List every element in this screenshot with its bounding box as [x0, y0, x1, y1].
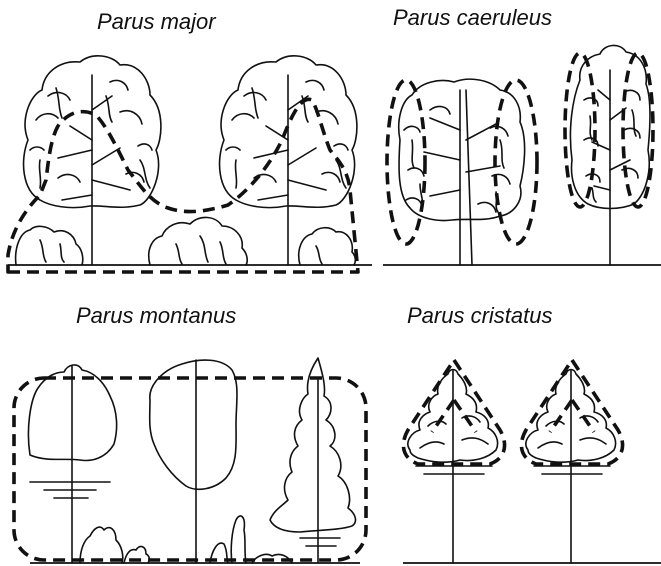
deciduous-tree-narrow	[570, 45, 650, 265]
niche-outline-caeruleus-left	[387, 80, 425, 244]
undergrowth	[80, 516, 292, 563]
niche-outline-montanus	[14, 378, 366, 560]
niche-outline-cristatus-left-outer	[403, 360, 504, 464]
niche-outline-caeruleus-right	[623, 53, 653, 207]
panel-parus-montanus	[14, 358, 366, 563]
panel-parus-caeruleus	[383, 45, 661, 265]
tree-left	[28, 365, 116, 563]
tree-middle	[150, 360, 237, 563]
panel-parus-major	[8, 56, 372, 272]
shrubs	[16, 217, 356, 265]
deciduous-tree-left	[24, 56, 161, 265]
niche-outline-cristatus-right-outer	[521, 360, 622, 464]
conifer-tree-left	[408, 370, 498, 564]
niche-outline-caeruleus-mid	[495, 80, 537, 244]
panel-parus-cristatus	[403, 360, 661, 563]
conifer-tree	[270, 358, 355, 563]
conifer-tree-right	[526, 370, 616, 564]
